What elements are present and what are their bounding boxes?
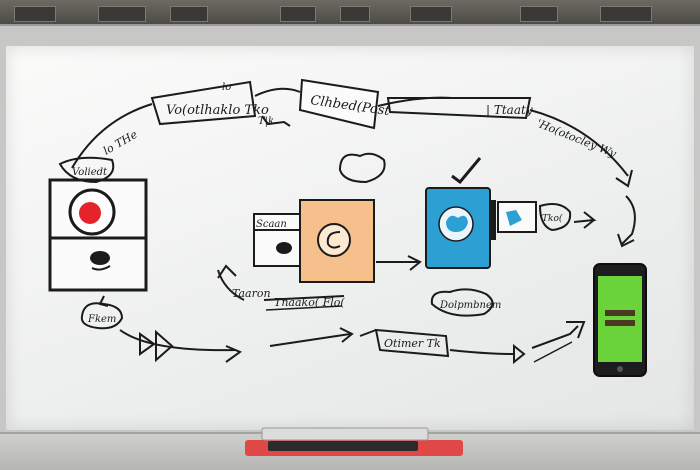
arrow-top-right-arc <box>529 109 629 177</box>
bottom-right-box: Otimer Tk <box>374 328 450 358</box>
left-cloud-label: Voliedt <box>72 167 108 178</box>
phone-screen <box>598 276 642 362</box>
shelf-object <box>98 6 146 22</box>
shelf-object <box>410 6 452 22</box>
camera-drawing <box>48 178 148 292</box>
shelf-object <box>170 6 208 22</box>
top-center-tick-label: T|k <box>258 116 274 127</box>
top-right-arc-label: 'Ho(otocley Wy <box>535 117 619 161</box>
scan-label: Scaan <box>256 219 287 230</box>
top-center-box: Clhbed(Post <box>298 78 391 130</box>
shelf-object <box>600 6 652 22</box>
center-cloud <box>338 152 386 184</box>
top-right-box-label: | Ttaaty <box>486 103 533 117</box>
shelf-object <box>520 6 558 22</box>
bottom-left-label: Taaron <box>232 287 271 300</box>
orange-app-box <box>299 199 375 283</box>
shelf-object <box>14 6 56 22</box>
bottom-left-bubble <box>80 302 124 330</box>
top-left-note: lo <box>222 82 231 93</box>
scan-box: Scaan <box>253 213 301 267</box>
blue-side-box: Tko( <box>497 201 597 233</box>
record-icon <box>79 202 101 224</box>
shelf-object <box>280 6 316 22</box>
blue-side-box-label: Tko( <box>542 213 563 224</box>
keyboard <box>245 427 463 456</box>
top-right-box: | Ttaaty <box>386 97 533 120</box>
right-cloud <box>430 288 494 317</box>
arrow-top-left-to-center <box>254 87 301 97</box>
bottom-right-box-label: Otimer Tk <box>384 337 441 350</box>
right-cloud-label: Dolpmbnem <box>439 300 501 311</box>
top-left-arc-label: lo THe <box>101 128 140 158</box>
top-left-label: Vo(otlhaklo Tko <box>166 103 269 118</box>
smartphone <box>593 263 647 377</box>
left-cloud <box>58 156 115 184</box>
bottom-center-label: Tnaako( Flo( <box>274 296 345 309</box>
shelf-object <box>340 6 370 22</box>
blue-app-box <box>425 187 496 269</box>
background-shelf <box>0 0 700 26</box>
bottom-left-bubble-label: Fkem <box>87 314 116 325</box>
top-left-annotation: Vo(otlhaklo Tko lo lo THe Voliedt <box>58 80 269 184</box>
